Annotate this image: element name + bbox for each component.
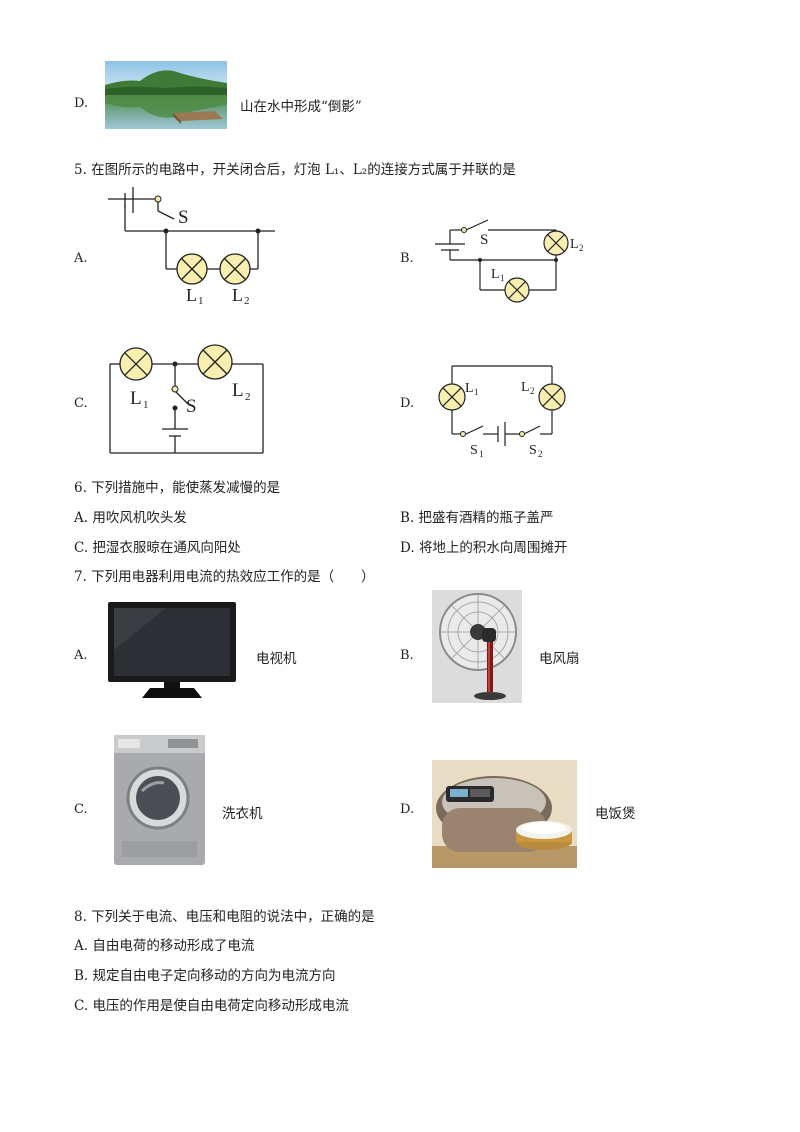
q6-option-b: B. 把盛有酒精的瓶子盖严 — [400, 506, 554, 526]
q8-option-b: B. 规定自由电子定向移动的方向为电流方向 — [74, 964, 336, 984]
q4-option-d-label: D. — [74, 96, 89, 111]
mountain-reflection-photo — [105, 61, 227, 129]
lamp1-sub: 1 — [198, 295, 204, 307]
option-text: 用吹风机吹头发 — [92, 510, 187, 526]
lamp-icon — [504, 277, 530, 303]
switch2-label: S — [529, 443, 537, 458]
q7-option-c-text: 洗衣机 — [222, 806, 263, 822]
lamp2-label: L — [232, 285, 243, 305]
lamp2-sub: 2 — [530, 386, 535, 396]
lamp1-sub: 1 — [143, 399, 149, 411]
option-label: A. — [74, 510, 89, 526]
lamp1-label: L — [130, 388, 142, 409]
switch1-label: S — [470, 443, 478, 458]
option-label: A. — [74, 938, 89, 954]
lamp1-label: L — [491, 267, 500, 282]
lamp-icon — [219, 253, 251, 285]
q5-option-b-label: B. — [400, 251, 414, 266]
lamp-icon — [538, 383, 566, 411]
switch1-sub: 1 — [479, 449, 484, 459]
lamp-icon — [197, 344, 233, 380]
q7-stem: 7. 下列用电器利用电流的热效应工作的是（ ） — [74, 569, 375, 585]
q5-option-a-label: A. — [74, 251, 88, 266]
tv-photo — [106, 600, 238, 704]
washing-machine-photo — [112, 733, 207, 867]
q8-option-a: A. 自由电荷的移动形成了电流 — [74, 934, 254, 954]
rice-cooker-photo — [432, 760, 577, 868]
q6-option-a: A. 用吹风机吹头发 — [74, 506, 187, 526]
q5-option-d-label: D. — [400, 396, 415, 411]
q6-option-c: C. 把湿衣服晾在通风向阳处 — [74, 536, 241, 556]
q7-option-a-label: A. — [74, 648, 88, 663]
option-text: 把湿衣服晾在通风向阳处 — [92, 540, 241, 556]
option-label: C. — [74, 998, 89, 1014]
q6-stem: 6. 下列措施中，能使蒸发减慢的是 — [74, 480, 281, 496]
lamp1-label: L — [186, 285, 197, 305]
lamp2-label: L — [570, 237, 579, 252]
option-text: 将地上的积水向周围摊开 — [418, 540, 568, 556]
q8-stem: 8. 下列关于电流、电压和电阻的说法中，正确的是 — [74, 909, 375, 925]
q7-option-d-label: D. — [400, 802, 415, 817]
option-text: 把盛有酒精的瓶子盖严 — [418, 510, 554, 526]
fan-photo — [432, 590, 522, 703]
lamp-icon — [119, 347, 153, 381]
option-text: 自由电荷的移动形成了电流 — [92, 938, 255, 954]
option-label: B. — [74, 968, 89, 984]
q6-option-d: D. 将地上的积水向周围摊开 — [400, 536, 567, 556]
option-text: 电压的作用是使自由电荷定向移动形成电流 — [92, 998, 349, 1014]
q7-option-d-text: 电饭煲 — [595, 806, 636, 822]
lamp2-label: L — [232, 380, 244, 401]
q5-circuit-c: L 1 S L 2 — [109, 344, 264, 454]
option-label: D. — [400, 540, 415, 556]
q7-option-b-label: B. — [400, 648, 414, 663]
option-text: 规定自由电子定向移动的方向为电流方向 — [92, 968, 336, 984]
lamp1-sub: 1 — [474, 387, 479, 397]
option-label: C. — [74, 540, 89, 556]
switch-label: S — [480, 232, 488, 248]
q4-option-d-text: 山在水中形成“倒影” — [240, 99, 362, 115]
q5-circuit-d: L 1 L 2 S 1 S 2 — [438, 365, 566, 459]
lamp2-sub: 2 — [579, 243, 584, 253]
switch-label: S — [178, 207, 189, 228]
q5-stem: 5. 在图所示的电路中，开关闭合后，灯泡 L₁、L₂的连接方式属于并联的是 — [74, 162, 516, 178]
lamp1-label: L — [465, 381, 474, 396]
lamp1-sub: 1 — [500, 273, 505, 283]
q5-option-c-label: C. — [74, 396, 88, 411]
lamp2-label: L — [521, 380, 530, 395]
q8-option-c: C. 电压的作用是使自由电荷定向移动形成电流 — [74, 994, 349, 1014]
lamp-icon — [543, 230, 569, 256]
lamp2-sub: 2 — [244, 295, 250, 307]
q5-circuit-a: S L 1 L 2 — [108, 187, 275, 307]
switch-label: S — [186, 396, 197, 417]
lamp-icon — [176, 253, 208, 285]
q7-option-a-text: 电视机 — [256, 651, 297, 667]
option-label: B. — [400, 510, 415, 526]
q7-option-b-text: 电风扇 — [539, 651, 580, 667]
switch2-sub: 2 — [538, 449, 543, 459]
q5-circuit-b: S L 2 L 1 — [435, 219, 584, 303]
lamp2-sub: 2 — [245, 391, 251, 403]
lamp-icon — [438, 383, 466, 411]
q7-option-c-label: C. — [74, 802, 88, 817]
